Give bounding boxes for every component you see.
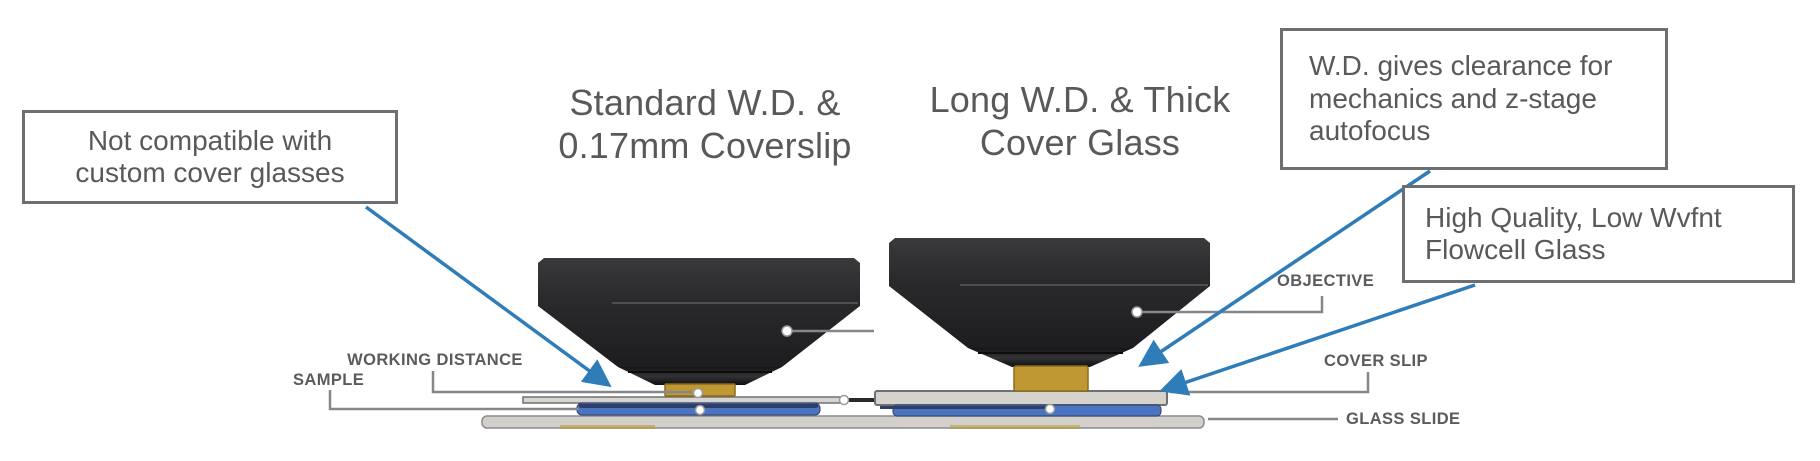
title-standard-line2: 0.17mm Coverslip (558, 125, 852, 167)
callout-wd-clearance-line1: W.D. gives clearance for (1309, 50, 1613, 82)
title-standard-line1: Standard W.D. & (569, 82, 841, 123)
callout-wd-clearance: W.D. gives clearance for mechanics and z… (1280, 28, 1668, 170)
title-long-line2: Cover Glass (979, 122, 1181, 164)
marker-dot-flowcell-connector (838, 394, 850, 406)
standard-objective-body (538, 258, 860, 367)
label-objective: OBJECTIVE (1277, 272, 1375, 290)
callout-wd-clearance-line3: autofocus (1309, 115, 1431, 147)
label-cover-slip: COVER SLIP (1324, 352, 1428, 370)
gold-reflection-left (560, 425, 655, 429)
callout-flowcell-glass: High Quality, Low Wvfnt Flowcell Glass (1402, 185, 1795, 283)
leader-line-sample (328, 390, 579, 411)
marker-dot-objective-left (781, 325, 793, 337)
marker-dot-working-distance (692, 387, 704, 399)
long-wd-objective-tip-gold (1013, 365, 1089, 392)
label-sample: SAMPLE (293, 371, 365, 389)
title-long-wd: Long W.D. & Thick Cover Glass (880, 78, 1280, 164)
coverslip-layer-standard (522, 396, 846, 404)
callout-not-compatible: Not compatible with custom cover glasses (22, 110, 398, 204)
marker-dot-objective-right (1131, 306, 1143, 318)
leader-line-cover-slip (1170, 372, 1370, 394)
title-long-line1: Long W.D. & Thick (929, 79, 1231, 120)
gold-reflection-right (950, 425, 1080, 429)
marker-dot-sample-right (1044, 403, 1056, 415)
standard-objective-nose (618, 367, 782, 385)
arrow-flowcell-glass (1159, 283, 1476, 396)
long-wd-objective-body (889, 238, 1210, 348)
callout-not-compatible-line1: Not compatible with (87, 124, 333, 156)
label-working-distance: WORKING DISTANCE (347, 351, 523, 369)
callout-not-compatible-line2: custom cover glasses (75, 157, 345, 188)
leader-line-objective (1142, 296, 1324, 314)
long-wd-objective-nose (968, 348, 1133, 367)
callout-flowcell-line1: High Quality, Low Wvfnt (1425, 201, 1722, 233)
leader-line-working-distance (431, 371, 692, 394)
marker-dot-sample (694, 404, 706, 416)
callout-flowcell-line2: Flowcell Glass (1425, 234, 1606, 265)
title-standard-wd: Standard W.D. & 0.17mm Coverslip (500, 81, 910, 167)
callout-wd-clearance-line2: mechanics and z-stage (1309, 82, 1597, 114)
sample-layer-long-top (880, 406, 1050, 409)
thick-cover-glass-layer (874, 390, 1168, 406)
arrow-wd-clearance (1138, 169, 1431, 367)
arrow-not-compatible (364, 205, 612, 388)
label-glass-slide: GLASS SLIDE (1346, 410, 1461, 428)
